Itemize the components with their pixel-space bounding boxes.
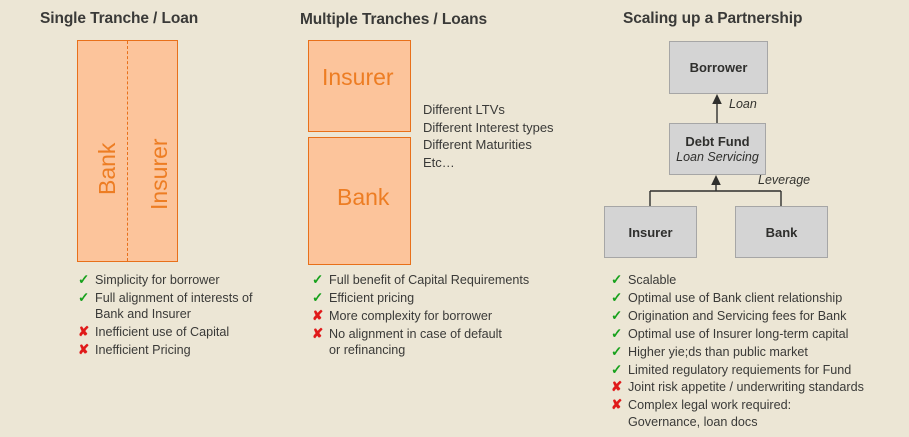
cross-icon: ✘ [312, 307, 324, 323]
check-icon: ✓ [611, 307, 623, 323]
node-label: Debt Fund [685, 134, 750, 149]
bullet-item: ✓ Higher yie;ds than public market [611, 344, 864, 360]
column-title-multiple-tranches: Multiple Tranches / Loans [300, 11, 487, 28]
note-line: Etc… [423, 154, 455, 170]
note-line: Different Interest types [423, 119, 554, 135]
bullet-item: ✓ Scalable [611, 272, 864, 288]
bullet-text: Inefficient use of Capital [95, 325, 230, 340]
bullet-text: Simplicity for borrower [95, 273, 220, 287]
bullet-list-multiple-tranches: ✓ Full benefit of Capital Requirements ✓… [312, 272, 529, 360]
note-line: Different LTVs [423, 102, 505, 117]
node-label: Insurer [628, 224, 673, 240]
bullet-item: ✓ Full benefit of Capital Requirements [312, 272, 529, 288]
check-icon: ✓ [78, 272, 90, 287]
bullet-item: ✓ Simplicity for borrower [78, 272, 253, 288]
bullet-item: ✓ Optimal use of Bank client relationshi… [611, 290, 864, 306]
node-sublabel: Loan Servicing [676, 150, 759, 164]
arrowhead-leverage [711, 175, 721, 185]
column-title-scaling-partnership: Scaling up a Partnership [623, 10, 803, 27]
check-icon: ✓ [611, 325, 623, 341]
bullet-text: Higher yie;ds than public market [628, 344, 808, 359]
cross-icon: ✘ [611, 379, 623, 395]
bullet-list-scaling-partnership: ✓ Scalable ✓ Optimal use of Bank client … [611, 272, 864, 432]
node-insurer: Insurer [604, 206, 697, 258]
check-icon: ✓ [611, 361, 623, 377]
cross-icon: ✘ [78, 324, 90, 340]
diagram-block-insurer [308, 40, 411, 132]
check-icon: ✓ [312, 289, 324, 305]
bullet-item: ✓ Efficient pricing [312, 290, 529, 306]
bullet-text: More complexity for borrower [329, 308, 493, 323]
cross-icon: ✘ [611, 397, 623, 413]
node-bank: Bank [735, 206, 828, 258]
bullet-text: Joint risk appetite / underwriting stand… [628, 380, 864, 395]
check-icon: ✓ [611, 343, 623, 359]
node-debt-fund: Debt Fund Loan Servicing [669, 123, 766, 175]
tranche-difference-notes: Different LTVs Different Interest types … [423, 101, 554, 171]
note-line: Different Maturities [423, 137, 532, 152]
bullet-text: Complex legal work required: Governance,… [628, 398, 792, 429]
bullet-text: Scalable [628, 273, 677, 287]
cross-icon: ✘ [312, 325, 324, 341]
node-label: Bank [765, 224, 798, 240]
bullet-text: Optimal use of Insurer long-term capital [628, 326, 849, 341]
bullet-item: ✘ Joint risk appetite / underwriting sta… [611, 379, 864, 395]
bullet-item: ✘ More complexity for borrower [312, 308, 529, 324]
bullet-item: ✓ Full alignment of interests of Bank an… [78, 290, 253, 323]
bullet-item: ✘ Inefficient Pricing [78, 342, 253, 358]
bullet-text: Optimal use of Bank client relationship [628, 290, 843, 305]
bullet-text: Full benefit of Capital Requirements [329, 273, 530, 287]
bullet-item: ✓ Origination and Servicing fees for Ban… [611, 308, 864, 324]
node-borrower: Borrower [669, 41, 768, 94]
block-label-insurer: Insurer [322, 64, 394, 90]
arrowhead-loan [712, 94, 722, 104]
check-icon: ✓ [312, 272, 324, 287]
bullet-item: ✓ Limited regulatory requiements for Fun… [611, 362, 864, 378]
edge-label-loan: Loan [729, 97, 757, 111]
bullet-item: ✓ Optimal use of Insurer long-term capit… [611, 326, 864, 342]
check-icon: ✓ [611, 289, 623, 305]
tranche-dashed-divider [127, 41, 128, 261]
cross-icon: ✘ [78, 342, 90, 358]
bullet-text: Inefficient Pricing [95, 343, 191, 358]
bullet-text: Efficient pricing [329, 290, 415, 305]
node-label: Borrower [689, 60, 748, 75]
bullet-item: ✘ Complex legal work required: Governanc… [611, 397, 864, 430]
bullet-text: Full alignment of interests of Bank and … [95, 290, 253, 322]
check-icon: ✓ [78, 289, 90, 305]
edge-label-leverage: Leverage [758, 173, 811, 187]
check-icon: ✓ [611, 272, 623, 287]
bullet-text: No alignment in case of default or refin… [329, 326, 502, 358]
block-label-bank: Bank [94, 142, 120, 195]
block-label-bank: Bank [337, 184, 390, 210]
bullet-item: ✘ Inefficient use of Capital [78, 324, 253, 340]
bullet-item: ✘ No alignment in case of default or ref… [312, 326, 529, 359]
diagram-block-bank [308, 137, 411, 265]
bullet-text: Limited regulatory requiements for Fund [628, 362, 852, 377]
column-title-single-tranche: Single Tranche / Loan [40, 10, 199, 27]
bullet-list-single-tranche: ✓ Simplicity for borrower ✓ Full alignme… [78, 272, 253, 360]
bullet-text: Origination and Servicing fees for Bank [628, 308, 847, 323]
block-label-insurer: Insurer [146, 138, 172, 210]
